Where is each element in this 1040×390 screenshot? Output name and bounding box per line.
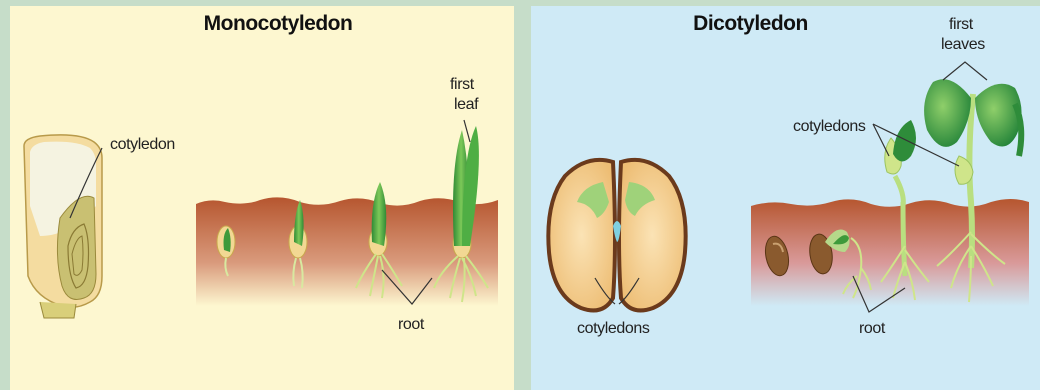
- first-leaves-label-line1: first: [949, 16, 973, 34]
- corn-kernel: [24, 135, 102, 318]
- first-leaf-leader: [464, 120, 470, 142]
- monocot-illustration: [10, 6, 514, 390]
- bean-seed: [548, 160, 685, 311]
- dicot-title: Dicotyledon: [496, 12, 1005, 36]
- monocot-root-label: root: [398, 316, 424, 334]
- first-leaf-label-line2: leaf: [454, 96, 478, 114]
- cotyledons-seed-label: cotyledons: [577, 320, 650, 338]
- cotyledons-top-label: cotyledons: [793, 118, 866, 136]
- cotyledon-label: cotyledon: [110, 136, 175, 154]
- dicot-soil: [751, 199, 1029, 306]
- first-leaves-label-line2: leaves: [941, 36, 985, 54]
- first-leaf-label-line1: first: [450, 76, 474, 94]
- monocot-panel: Monocotyledon cotyledon first leaf root: [10, 6, 514, 390]
- monocot-title: Monocotyledon: [26, 12, 530, 36]
- first-leaves-leader: [943, 62, 987, 80]
- dicot-panel: Dicotyledon first leaves cotyledons coty…: [531, 6, 1040, 390]
- dicot-root-label: root: [859, 320, 885, 338]
